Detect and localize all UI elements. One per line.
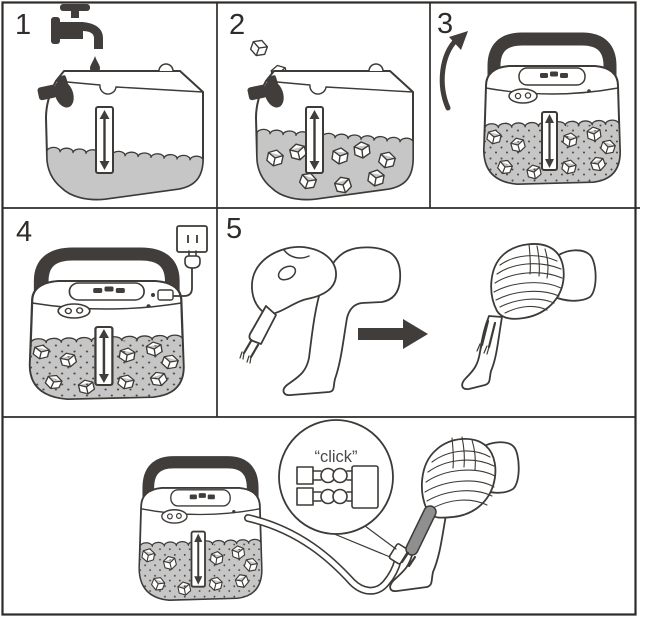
water-level-gauge <box>95 106 114 174</box>
wrap-stripes <box>493 243 563 314</box>
device-power-socket <box>151 289 174 301</box>
right-arrow-icon <box>358 319 428 349</box>
quick-connector-icon <box>296 465 379 509</box>
knee-wrap <box>490 243 565 320</box>
step-1-label: 1 <box>15 9 31 41</box>
ice-cube-icon <box>248 37 270 59</box>
power-cord <box>171 267 193 297</box>
wrapped-leg <box>389 436 520 592</box>
pad-connector-prongs <box>239 339 260 364</box>
bare-leg <box>282 246 402 396</box>
panel-step-5-apply-wrap: 5 <box>226 213 597 396</box>
cooler-device <box>139 462 261 600</box>
click-callout: “click” <box>278 419 397 558</box>
water-level-gauge <box>305 106 324 174</box>
power-outlet-icon <box>176 225 208 253</box>
panel-final-connect-hose: “click” <box>139 419 520 600</box>
cooler-device <box>30 254 184 399</box>
step-4-label: 4 <box>16 216 32 248</box>
panel-step-3-raise-handle: 3 <box>437 8 620 184</box>
panel-step-4-plug-in: 4 <box>16 216 208 399</box>
outer-frame <box>1 1 637 616</box>
click-label: “click” <box>314 448 357 466</box>
panel-step-2-add-ice: 2 <box>229 9 414 201</box>
wrap-connector-prongs <box>476 319 497 355</box>
water-drop-icon <box>90 56 100 74</box>
step-5-label: 5 <box>226 213 242 245</box>
therapy-pad <box>239 246 337 364</box>
step-3-label: 3 <box>437 8 453 40</box>
step-2-label: 2 <box>229 9 245 41</box>
wrapped-leg <box>461 243 597 390</box>
water-fill <box>46 146 204 201</box>
wrap-stripes <box>424 436 496 510</box>
power-plug-icon <box>184 250 201 269</box>
faucet-icon <box>51 4 103 49</box>
curved-arrow-icon <box>439 31 468 111</box>
knee-wrap <box>421 438 497 519</box>
panel-step-1-fill-water: 1 <box>15 4 204 201</box>
cooler-device <box>484 39 620 184</box>
wrap-connector-sleeve <box>400 505 437 568</box>
